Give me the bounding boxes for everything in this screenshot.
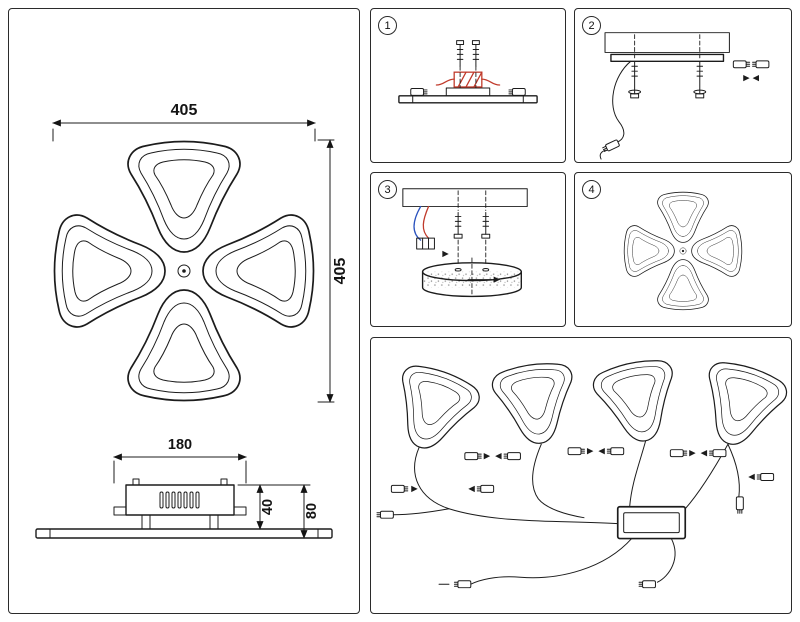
- connector-plug-icon: [735, 496, 744, 514]
- step-panel-4: 4: [574, 172, 792, 327]
- screw-icon: [628, 34, 642, 99]
- total-height-label: 80: [304, 503, 320, 519]
- step-number-badge: 1: [378, 16, 397, 35]
- fixture-clover: [53, 140, 315, 402]
- fixture-top-view: 405 405: [52, 102, 349, 403]
- fixture-clover-small: [623, 191, 743, 311]
- step2-drawing: [599, 32, 770, 160]
- screw-icon: [471, 40, 480, 89]
- neutral-wire: [413, 205, 422, 241]
- fixture-body-side: [35, 528, 333, 539]
- center-screw-icon: [177, 264, 191, 278]
- petal-bottom: [127, 289, 241, 402]
- screw-icon: [453, 190, 463, 265]
- inter-module-connector: [669, 449, 727, 458]
- dim-housing-width: 180: [113, 437, 247, 484]
- dim-total-height: 80: [300, 484, 320, 539]
- screw-icon: [456, 40, 465, 89]
- connector-plug-icon: [453, 580, 472, 589]
- terminal-block: [435, 71, 501, 88]
- width-label: 405: [171, 102, 198, 119]
- step-number-badge: 2: [582, 16, 601, 35]
- connector-plug-icon: [410, 87, 428, 96]
- housing-height-label: 40: [260, 499, 276, 515]
- petal-module: [589, 354, 686, 450]
- step1-drawing: [398, 40, 538, 104]
- led-driver-box: [616, 505, 687, 540]
- wiring-diagram: [376, 354, 791, 589]
- wire-connector-icon: [732, 60, 770, 82]
- mounting-bar: [610, 53, 725, 63]
- live-wire: [422, 205, 430, 239]
- inter-module-connector: [567, 447, 625, 456]
- step-panel-3: 3: [370, 172, 566, 327]
- petal-right: [202, 214, 315, 328]
- supply-wire: [599, 60, 632, 160]
- wiring-panel: [370, 337, 792, 614]
- step3-drawing: [402, 188, 528, 298]
- connector-plug-icon: [508, 87, 526, 96]
- screw-icon: [693, 34, 707, 99]
- screw-icon: [481, 190, 491, 265]
- ceiling-hatch: [402, 188, 528, 208]
- terminal-block: [416, 237, 435, 250]
- spare-connector: [390, 484, 495, 493]
- petal-top: [127, 140, 241, 253]
- canopy: [421, 257, 522, 298]
- step4-drawing: [623, 191, 743, 311]
- vent-slots: [159, 491, 200, 509]
- ceiling-hatch: [604, 32, 730, 53]
- direction-arrow-icon: [442, 250, 449, 258]
- petal-module: [489, 358, 582, 450]
- petal-left: [53, 214, 166, 328]
- petal-module: [381, 358, 485, 462]
- spare-connector: [748, 473, 775, 481]
- step-number-badge: 4: [582, 180, 601, 199]
- driver-housing-side: [113, 478, 247, 530]
- module-wires: [376, 440, 744, 525]
- inter-module-connector: [464, 452, 521, 461]
- dim-housing-height: 40: [237, 484, 311, 530]
- driver-output-wires: [438, 538, 676, 589]
- dim-overall-width: 405: [52, 102, 316, 142]
- housing-width-label: 180: [168, 437, 192, 453]
- connector-plug-icon: [376, 510, 394, 519]
- step-panel-1: 1: [370, 8, 566, 163]
- mounting-plate: [398, 87, 538, 104]
- connector-plug-icon: [638, 580, 656, 589]
- fixture-side-view: 180: [35, 437, 333, 539]
- dim-overall-height: 405: [317, 139, 349, 403]
- step-number-badge: 3: [378, 180, 397, 199]
- step-panel-2: 2: [574, 8, 792, 163]
- dimensions-panel: 405 405 180: [8, 8, 360, 614]
- petal-module: [689, 355, 791, 457]
- height-label: 405: [332, 258, 349, 285]
